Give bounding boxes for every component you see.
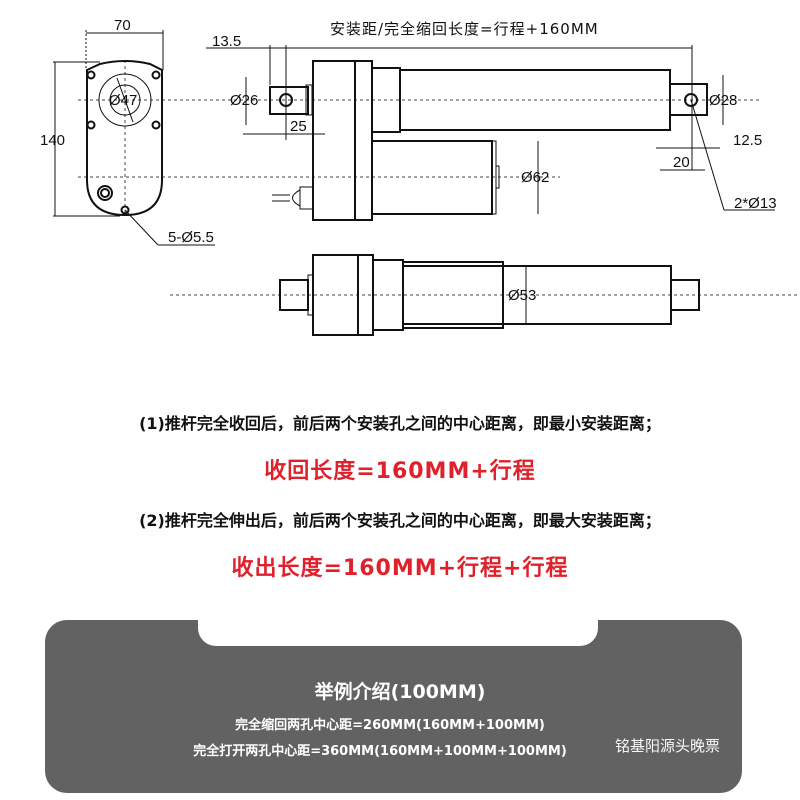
rear-clevis-length-label: 25 — [290, 118, 307, 135]
front-clevis-length-label: 20 — [673, 154, 690, 171]
front-clevis-diameter-label: Ø28 — [709, 92, 737, 109]
example-retracted-line: 完全缩回两孔中心距=260MM(160MM+100MM) — [235, 718, 545, 733]
front-height-label: 140 — [40, 132, 65, 149]
panel-notch — [198, 600, 598, 646]
holes-label: 5-Ø5.5 — [168, 229, 214, 246]
example-extended-line: 完全打开两孔中心距=360MM(160MM+100MM+100MM) — [193, 744, 567, 759]
front-offset-label: 12.5 — [733, 132, 762, 149]
rear-clevis-diameter-label: Ø26 — [230, 92, 258, 109]
center-lines — [78, 60, 800, 296]
tube-diameter-label: Ø53 — [508, 287, 536, 304]
front-width-label: 70 — [114, 17, 131, 34]
motor-diameter-label: Ø62 — [521, 169, 549, 186]
offset-label: 13.5 — [212, 33, 241, 50]
extended-description: (2)推杆完全伸出后，前后两个安装孔之间的中心距离，即最大安装距离； — [139, 511, 661, 530]
retracted-description: (1)推杆完全收回后，前后两个安装孔之间的中心距离，即最小安装距离； — [139, 414, 661, 433]
front-view-hub-outer — [98, 73, 152, 127]
technical-drawing: 70 140 Ø47 5-Ø5.5 13.5 Ø26 25 Ø62 Ø28 12… — [40, 17, 800, 336]
extended-formula: 收出长度=160MM+行程+行程 — [231, 556, 569, 581]
front-view-housing — [86, 60, 163, 217]
front-view-hub-inner — [109, 84, 141, 116]
example-panel — [45, 620, 742, 793]
example-title: 举例介绍(100MM) — [314, 681, 486, 703]
hole-label: 2*Ø13 — [734, 195, 777, 212]
hub-diameter-label: Ø47 — [109, 92, 137, 109]
retracted-formula: 收回长度=160MM+行程 — [264, 459, 536, 484]
front-view-holes — [86, 70, 161, 215]
watermark-text: 铭基阳源头晚票 — [615, 737, 721, 755]
header-formula: 安装距/完全缩回长度=行程+160MM — [330, 20, 599, 38]
